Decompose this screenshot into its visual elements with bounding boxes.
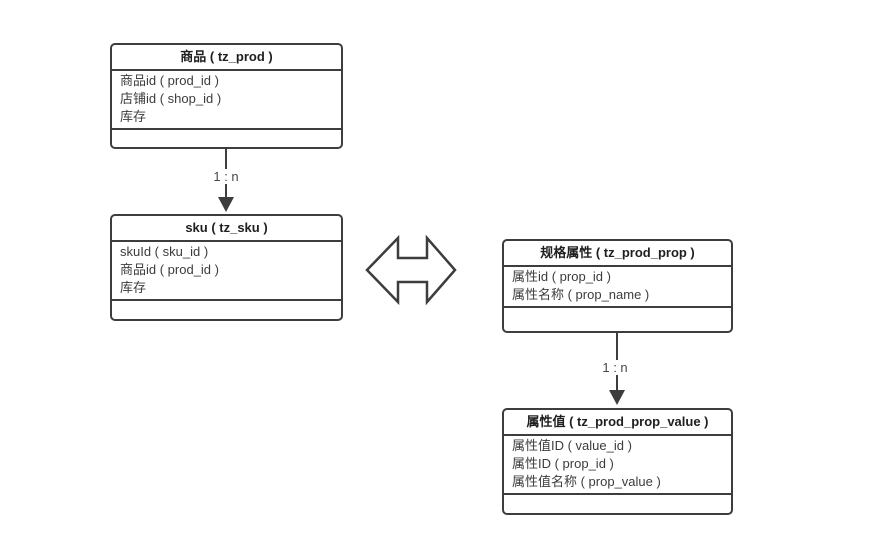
entity-field: 商品id ( prod_id ) [120, 262, 219, 277]
entity-field: skuId ( sku_id ) [120, 244, 209, 259]
entity-fields: 属性值ID ( value_id ) 属性ID ( prop_id ) 属性值名… [504, 436, 731, 493]
entity-field: 商品id ( prod_id ) [120, 73, 219, 88]
entity-field: 属性id ( prop_id ) [512, 269, 611, 284]
entity-empty-section [112, 128, 341, 147]
entity-fields: skuId ( sku_id ) 商品id ( prod_id ) 库存 [112, 242, 341, 299]
arrow-down-icon [218, 197, 234, 212]
entity-empty-section [504, 493, 731, 513]
entity-title: sku ( tz_sku ) [112, 216, 341, 242]
left-right-arrow-icon [365, 234, 457, 306]
entity-fields: 商品id ( prod_id ) 店铺id ( shop_id ) 库存 [112, 71, 341, 128]
entity-title: 属性值 ( tz_prod_prop_value ) [504, 410, 731, 436]
entity-title: 规格属性 ( tz_prod_prop ) [504, 241, 731, 267]
entity-field: 库存 [120, 109, 147, 124]
entity-prod: 商品 ( tz_prod ) 商品id ( prod_id ) 店铺id ( s… [110, 43, 343, 149]
entity-fields: 属性id ( prop_id ) 属性名称 ( prop_name ) [504, 267, 731, 306]
entity-prod-prop: 规格属性 ( tz_prod_prop ) 属性id ( prop_id ) 属… [502, 239, 733, 333]
entity-empty-section [504, 306, 731, 331]
entity-field: 属性值ID ( value_id ) [512, 438, 632, 453]
entity-field: 属性名称 ( prop_name ) [512, 287, 650, 302]
cardinality-label: 1 : n [599, 360, 631, 375]
entity-prod-prop-value: 属性值 ( tz_prod_prop_value ) 属性值ID ( value… [502, 408, 733, 515]
cardinality-label: 1 : n [210, 169, 242, 184]
entity-title: 商品 ( tz_prod ) [112, 45, 341, 71]
arrow-down-icon [609, 390, 625, 405]
entity-empty-section [112, 299, 341, 319]
entity-field: 店铺id ( shop_id ) [120, 91, 222, 106]
entity-field: 属性ID ( prop_id ) [512, 456, 614, 471]
entity-sku: sku ( tz_sku ) skuId ( sku_id ) 商品id ( p… [110, 214, 343, 321]
entity-field: 库存 [120, 280, 147, 295]
entity-field: 属性值名称 ( prop_value ) [512, 474, 661, 489]
